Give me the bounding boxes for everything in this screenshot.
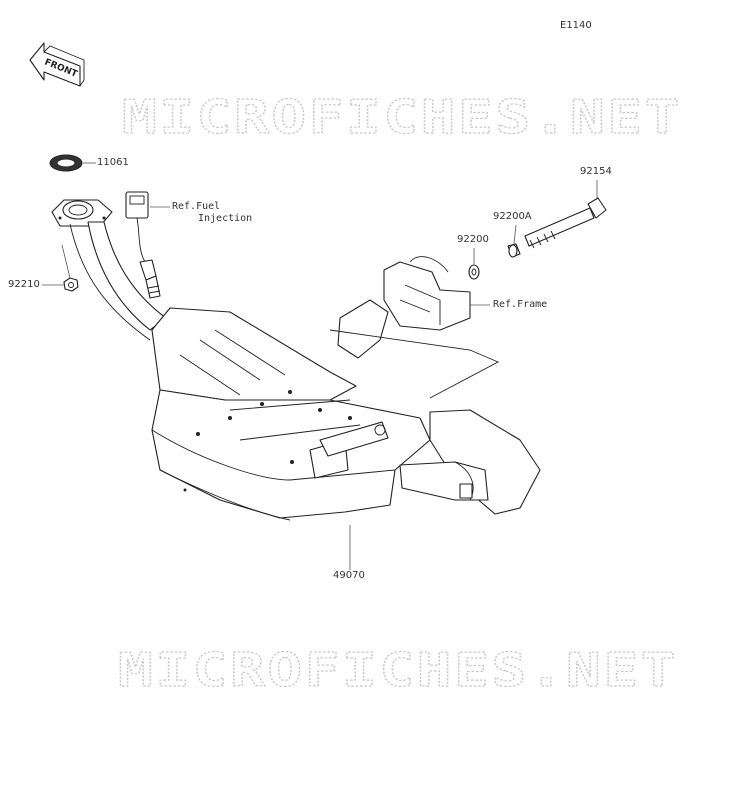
- part-label-nut: 92210: [8, 279, 40, 290]
- oxygen-sensor: [125, 191, 161, 299]
- part-label-collar: 92200A: [493, 211, 532, 222]
- part-label-bolt: 92154: [580, 166, 612, 177]
- bolt-part: [524, 197, 607, 249]
- ref-label-fuel-1: Ref.Fuel: [172, 201, 221, 212]
- collar-part: [507, 243, 521, 258]
- muffler-part: [151, 307, 431, 521]
- diagram-code: E1140: [560, 20, 592, 31]
- ref-label-frame: Ref.Frame: [493, 299, 548, 310]
- watermark-top: MICROFICHES.NET: [122, 90, 682, 144]
- part-label-washer: 92200: [457, 234, 489, 245]
- front-arrow-icon: FRONT: [29, 42, 85, 87]
- ref-label-fuel-2: Injection: [198, 213, 253, 224]
- watermark-bottom: MICROFICHES.NET: [118, 643, 678, 697]
- part-label-gasket: 11061: [97, 157, 129, 168]
- washer-part: [468, 264, 480, 280]
- nut-part: [63, 277, 79, 292]
- gasket-part: [49, 154, 83, 172]
- part-label-muffler: 49070: [333, 570, 365, 581]
- muffler-end-cap: [399, 409, 541, 515]
